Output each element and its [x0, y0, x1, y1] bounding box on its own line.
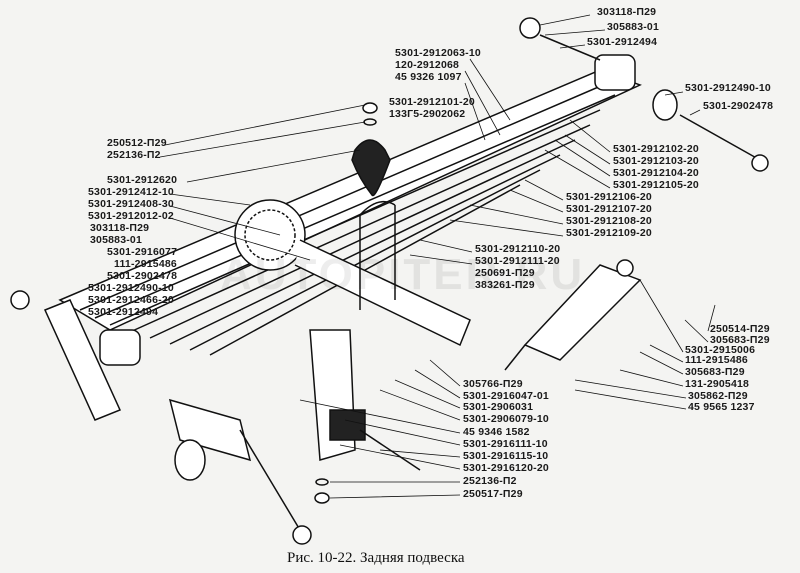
part-label: 5301-2906079-10	[463, 413, 549, 425]
u-bolts	[359, 200, 396, 310]
part-label: 5301-2912494	[587, 36, 658, 48]
part-label: 5301-2902478	[703, 100, 774, 112]
part-label: 252136-П2	[463, 475, 517, 487]
part-label: 5301-2912012-02	[88, 210, 174, 222]
part-label: 305862-П29	[688, 390, 748, 402]
part-label: 252136-П2	[107, 149, 161, 161]
part-label: 250517-П29	[463, 488, 523, 500]
part-label: 5301-2912466-20	[88, 294, 174, 306]
part-label: 5301-2912111-20	[475, 255, 560, 267]
part-label: 250512-П29	[107, 137, 167, 149]
shackle-rear	[10, 290, 312, 545]
part-label: 5301-2916111-10	[463, 438, 548, 450]
part-label: 5301-2912408-30	[88, 198, 174, 210]
part-label: 5301-2916077	[107, 246, 178, 258]
part-label: 5301-2912490-10	[685, 82, 771, 94]
part-label: 305683-П29	[710, 334, 770, 346]
part-label: 5301-2912104-20	[613, 167, 699, 179]
part-label: 303118-П29	[90, 222, 150, 234]
part-label: 5301-2912063-10	[395, 47, 481, 59]
spring-eye-front	[519, 17, 769, 172]
part-label: 45 9565 1237	[688, 401, 755, 413]
part-label: 5301-2902478	[107, 270, 178, 282]
part-label: 5301-2912109-20	[566, 227, 652, 239]
stabilizer-bracket	[309, 329, 421, 504]
part-label: 303118-П29	[597, 6, 657, 18]
part-label: 5301-2916115-10	[463, 450, 549, 462]
watermark: AUTOPITER.RU	[220, 250, 586, 299]
part-label: 5301-2912103-20	[613, 155, 699, 167]
axle-housing	[234, 199, 471, 347]
part-label: 131-2905418	[685, 378, 750, 390]
part-label: 5301-2912107-20	[566, 203, 652, 215]
part-label: 133Г5-2902062	[389, 108, 466, 120]
part-label: 383261-П29	[475, 279, 535, 291]
part-label: 45 9346 1582	[463, 426, 530, 438]
part-label: 5301-2912101-20	[389, 96, 475, 108]
part-label: 5301-2912110-20	[475, 243, 561, 255]
part-label: 5301-2916120-20	[463, 462, 549, 474]
figure-caption: Рис. 10-22. Задняя подвеска	[287, 550, 465, 566]
leader-lines	[159, 14, 716, 499]
part-label: 5301-2912490-10	[88, 282, 174, 294]
part-label: 5301-2912412-10	[88, 186, 174, 198]
part-label: 250691-П29	[475, 267, 535, 279]
part-label: 111-2915486	[685, 354, 748, 366]
part-label: 5301-2912102-20	[613, 143, 699, 155]
part-label: 305883-01	[90, 234, 143, 246]
part-label: 5301-2912106-20	[566, 191, 652, 203]
part-label: 5301-2912620	[107, 174, 178, 186]
shock-absorber	[504, 259, 642, 371]
part-label: 5301-2906031	[463, 401, 534, 413]
part-label: 305683-П29	[685, 366, 745, 378]
part-label: 305766-П29	[463, 378, 523, 390]
part-label: 111-2915486	[114, 258, 177, 270]
leaf-spring	[58, 69, 642, 356]
part-label: 5301-2915006	[685, 344, 756, 356]
part-label: 5301-2912494	[88, 306, 159, 318]
part-label: 5301-2912108-20	[566, 215, 652, 227]
part-label: 305883-01	[607, 21, 660, 33]
part-label: 5301-2912105-20	[613, 179, 699, 191]
part-label: 5301-2916047-01	[463, 390, 549, 402]
part-label: 45 9326 1097	[395, 71, 462, 83]
part-label: 120-2912068	[395, 59, 460, 71]
part-label: 250514-П29	[710, 323, 770, 335]
